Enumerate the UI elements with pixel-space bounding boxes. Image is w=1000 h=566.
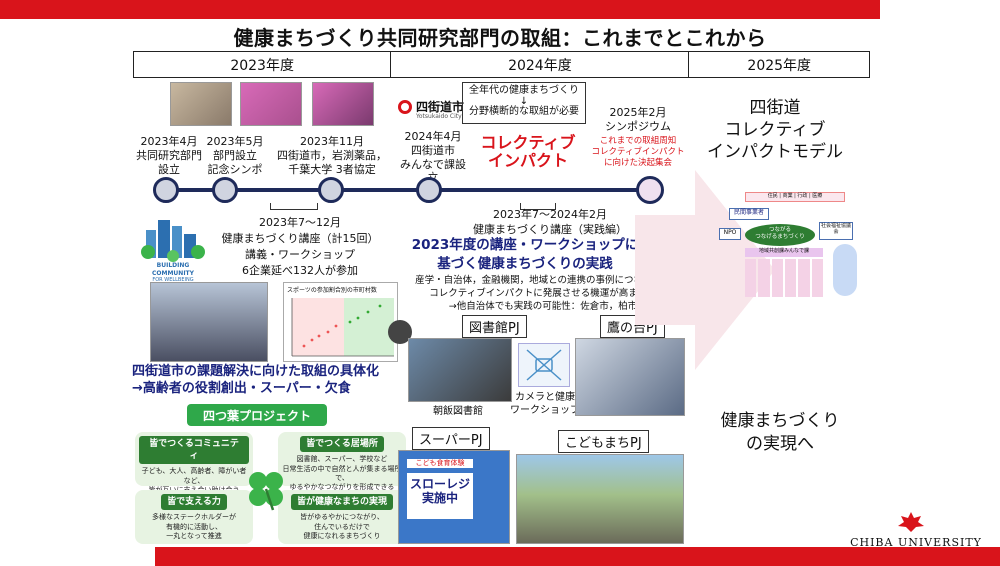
city-logo-sub: Yotsukaido City [416, 113, 462, 120]
diagram-col-1 [745, 259, 757, 297]
timeline-node-final [636, 176, 664, 204]
diagram-npo: NPO [719, 228, 741, 240]
slide-title: 健康まちづくり共同研究部門の取組：これまでとこれから [233, 26, 767, 50]
city-emblem-icon [398, 100, 412, 114]
goal-2025: 健康まちづくり の実現へ [720, 411, 840, 454]
quad-health: 皆が健康なまちの実現 皆がゆるやかにつながり、 住んでいるだけで 健康になれるま… [278, 490, 406, 544]
camera-workshop-placeholder [518, 343, 570, 387]
timeline-node-2 [212, 177, 238, 203]
building-logo-line1: BUILDING COMMUNITY [151, 262, 194, 277]
quad-place-title: 皆でつくる居場所 [300, 436, 384, 453]
timeline-line [165, 188, 655, 192]
bracket-2023 [270, 203, 318, 210]
photo-takanodai [575, 338, 685, 416]
diagram-columns [745, 259, 823, 297]
milestone-2023-05: 2023年5月 部門設立 記念シンポ [206, 135, 264, 176]
quad-support-title: 皆で支える力 [161, 494, 227, 511]
kodomo-pj-label: こどもまちPJ [558, 430, 649, 453]
photo-workshop-group [150, 282, 268, 362]
diagram-stakeholders: 住民 | 商業 | 行政 | 医療 [745, 192, 845, 202]
four-leaf-clover-icon [249, 472, 283, 511]
course-2024-text: 2023年7～2024年2月 健康まちづくり講座（実践編） [473, 208, 627, 237]
collective-impact-label: コレクティブ インパクト [480, 133, 576, 171]
photo-agreement [312, 82, 374, 126]
quad-community: 皆でつくるコミュニティ 子ども、大人、高齢者、障がい者など、 皆が互いに支え合い… [135, 432, 253, 504]
course-2023-text: 2023年7～12月 健康まちづくり講座（計15回） 講義・ワークショップ 6企… [221, 216, 379, 277]
photo-kodomo-machi [516, 454, 684, 544]
diagram-col-6 [811, 259, 823, 297]
quad-support-body: 多様なステークホルダーが 有機的に活動し、 一丸となって推進 [152, 513, 236, 541]
photo-library [408, 338, 512, 402]
city-logo-name: 四街道市 [416, 100, 465, 114]
year-2023: 2023年度 [134, 52, 392, 77]
yotsukaido-city-logo: 四街道市 Yotsukaido City [398, 98, 464, 124]
bracket-2024 [520, 203, 556, 210]
chart-caption: スポーツの参加割合別の市町村数 [287, 287, 377, 294]
quad-support: 皆で支える力 多様なステークホルダーが 有機的に活動し、 一丸となって推進 [135, 490, 253, 544]
collective-impact-diagram: 住民 | 商業 | 行政 | 医療 民間事業者 NPO つながる つなげるまちづ… [715, 192, 865, 302]
asahan-label: 朝飯図書館 [433, 406, 483, 417]
diagram-col-3 [771, 259, 783, 297]
year-2025: 2025年度 [747, 57, 812, 74]
practice-body: 産学・自治体，金融機関，地域との連携の事例につながり， コレクティブインパクトに… [415, 275, 671, 312]
practice-heading: 2023年度の講座・ワークショップに 基づく健康まちづくりの実践 [411, 237, 639, 272]
diagram-council: 社会福祉協議会 [819, 222, 853, 240]
photo-symposium [240, 82, 302, 126]
diagram-private: 民間事業者 [729, 208, 769, 220]
quad-health-body: 皆がゆるやかにつながり、 住んでいるだけで 健康になれるまちづくり [300, 513, 384, 541]
diagram-side-capsule [833, 244, 857, 296]
milestone-2025-02: 2025年2月 シンポジウム [605, 106, 671, 133]
callout-box: 全年代の健康まちづくり ↓ 分野横断的な取組が必要 [462, 82, 586, 124]
sign-top: こども食育体験 [407, 459, 473, 468]
symposium-subtext: これまでの取組周知 コレクティブインパクト に向けた決起集会 [591, 136, 685, 169]
issues-heading: 四街道市の課題解決に向けた取組の具体化 →高齢者の役割創出・スーパー・欠食 [132, 364, 380, 396]
sign-main: スローレジ 実施中 [407, 473, 473, 519]
callout-line2: 分野横断的な取組が必要 [469, 105, 579, 117]
timeline-node-3 [318, 177, 344, 203]
camera-workshop-label: カメラと健康 ワークショップ [510, 392, 580, 416]
building-logo-line2: FOR WELLBEING [152, 277, 194, 283]
diagram-department: 地域共創課みんなで課 [745, 248, 823, 257]
bottom-accent-bar [155, 547, 1000, 566]
diagram-col-5 [798, 259, 810, 297]
progress-arrow-body [635, 215, 695, 325]
chiba-university-emblem-icon [898, 512, 924, 532]
year-header-row: 2023年度 2024年度 2025年度 [133, 51, 870, 78]
photo-super-slow-register: こども食育体験 スローレジ 実施中 [398, 450, 510, 544]
diagram-col-4 [784, 259, 797, 297]
quad-health-title: 皆が健康なまちの実現 [290, 494, 393, 511]
quad-community-title: 皆でつくるコミュニティ [139, 436, 249, 465]
callout-arrow: ↓ [519, 95, 529, 107]
year-2024: 2024年度 [391, 52, 690, 77]
timeline-node-1 [153, 177, 179, 203]
super-pj-label: スーパーPJ [412, 427, 490, 450]
milestone-2023-04: 2023年4月 共同研究部門 設立 [136, 135, 202, 176]
callout-line1: 全年代の健康まちづくり [469, 85, 579, 96]
diagram-center: つながる つなげるまちづくり [745, 224, 815, 246]
milestone-2023-11: 2023年11月 四街道市，岩渕薬品， 千葉大学 3者協定 [277, 135, 387, 176]
chart-sports-participation: スポーツの参加割合別の市町村数 [283, 282, 398, 362]
yotsuba-project-badge: 四つ葉プロジェクト [187, 404, 327, 426]
quad-place: 皆でつくる居場所 図書館、スーパー、学校など 日常生活の中で自然と人が集まる場所… [278, 432, 406, 501]
building-community-logo: BUILDING COMMUNITY FOR WELLBEING [138, 212, 208, 283]
camera-icon [526, 349, 562, 381]
diagram-col-2 [758, 259, 770, 297]
model-2025-title: 四街道 コレクティブ インパクトモデル [707, 98, 843, 163]
top-accent-bar [0, 0, 880, 19]
city-buildings-icon [141, 220, 205, 262]
library-pj-label: 図書館PJ [462, 315, 527, 338]
chart-plot [291, 298, 394, 357]
university-name: CHIBA UNIVERSITY [850, 536, 982, 549]
timeline-node-4 [416, 177, 442, 203]
photo-establishment [170, 82, 232, 126]
